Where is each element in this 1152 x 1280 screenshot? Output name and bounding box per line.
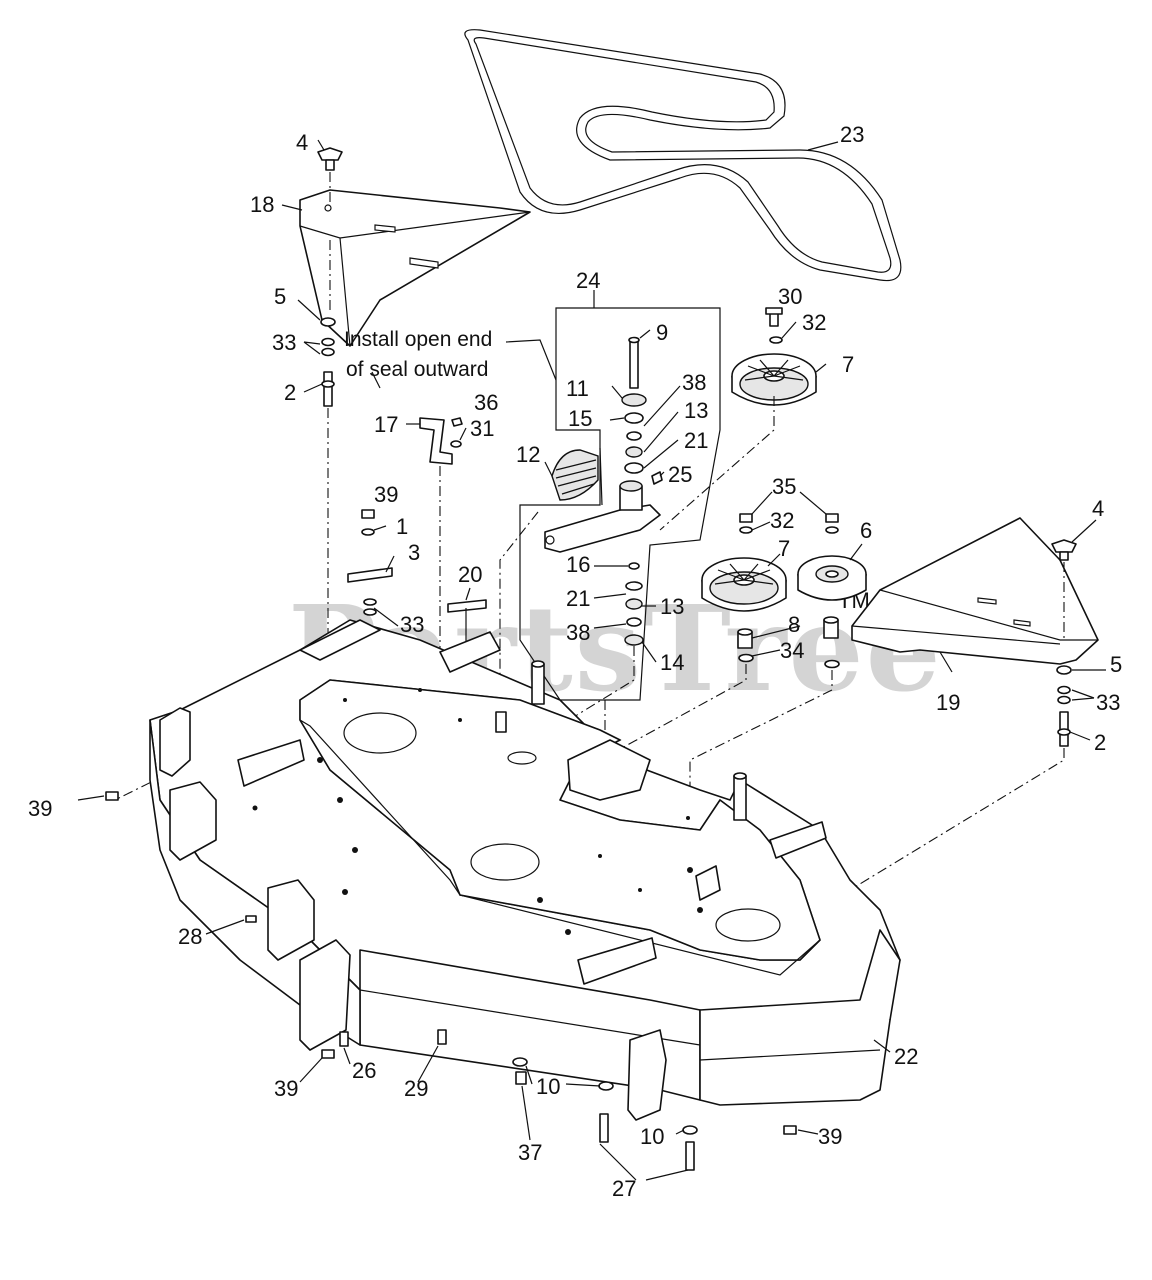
callout-18[interactable]: 18: [250, 192, 274, 217]
belt-cover-left-18: [299, 189, 531, 347]
callout-38-lower[interactable]: 38: [566, 620, 590, 645]
spring-12: [551, 447, 603, 506]
pulley-7-upper: [731, 353, 817, 406]
callout-6[interactable]: 6: [860, 518, 872, 543]
callout-34[interactable]: 34: [780, 638, 804, 663]
callout-3[interactable]: 3: [408, 540, 420, 565]
callout-2-right[interactable]: 2: [1094, 730, 1106, 755]
callout-38-upper[interactable]: 38: [682, 370, 706, 395]
callout-21-upper[interactable]: 21: [684, 428, 708, 453]
callout-30[interactable]: 30: [778, 284, 802, 309]
bracket-17: [419, 417, 453, 465]
callout-7-lower[interactable]: 7: [778, 536, 790, 561]
callout-39-upper[interactable]: 39: [374, 482, 398, 507]
callout-17[interactable]: 17: [374, 412, 398, 437]
belt-23: [464, 29, 902, 282]
callout-27[interactable]: 27: [612, 1176, 636, 1201]
callout-28[interactable]: 28: [178, 924, 202, 949]
callout-22[interactable]: 22: [894, 1044, 918, 1069]
callout-31[interactable]: 31: [470, 416, 494, 441]
callout-4-left[interactable]: 4: [296, 130, 308, 155]
bearing-11: [621, 393, 647, 407]
callout-19[interactable]: 19: [936, 690, 960, 715]
callout-13-lower[interactable]: 13: [660, 594, 684, 619]
callout-14[interactable]: 14: [660, 650, 684, 675]
callout-8[interactable]: 8: [788, 612, 800, 637]
callout-10-upper[interactable]: 10: [536, 1074, 560, 1099]
idler-arm: [544, 480, 661, 553]
callout-33-right[interactable]: 33: [1096, 690, 1120, 715]
callout-16[interactable]: 16: [566, 552, 590, 577]
callout-12[interactable]: 12: [516, 442, 540, 467]
pivot-pin-9: [629, 339, 639, 389]
callout-4-right[interactable]: 4: [1092, 496, 1104, 521]
belt-cover-right-19: [851, 517, 1099, 665]
callout-37[interactable]: 37: [518, 1140, 542, 1165]
callout-15[interactable]: 15: [568, 406, 592, 431]
callout-32-upper[interactable]: 32: [802, 310, 826, 335]
callout-29[interactable]: 29: [404, 1076, 428, 1101]
pulley-7-lower: [701, 557, 787, 612]
callout-9[interactable]: 9: [656, 320, 668, 345]
idler-pulley-6: [797, 555, 867, 601]
callout-2-left[interactable]: 2: [284, 380, 296, 405]
callout-11[interactable]: 11: [566, 376, 589, 401]
callout-labels: 4 18 5 33 2 24 9 30 32 7 23 11 38 15 13 …: [28, 122, 1122, 1201]
callout-21-lower[interactable]: 21: [566, 586, 590, 611]
callout-33-left[interactable]: 33: [272, 330, 296, 355]
callout-39-bottom-right[interactable]: 39: [818, 1124, 842, 1149]
callout-36[interactable]: 36: [474, 390, 498, 415]
callout-1[interactable]: 1: [396, 514, 408, 539]
callout-39-bottom-left[interactable]: 39: [274, 1076, 298, 1101]
note-line-1: Install open end: [344, 328, 492, 351]
callout-35[interactable]: 35: [772, 474, 796, 499]
callout-10-lower[interactable]: 10: [640, 1124, 664, 1149]
mower-deck-22: [149, 619, 901, 1121]
note-line-2: of seal outward: [346, 358, 488, 381]
callout-5-left[interactable]: 5: [274, 284, 286, 309]
callout-5-right[interactable]: 5: [1110, 652, 1122, 677]
callout-7-upper[interactable]: 7: [842, 352, 854, 377]
callout-23[interactable]: 23: [840, 122, 864, 147]
callout-33-middle[interactable]: 33: [400, 612, 424, 637]
callout-20[interactable]: 20: [458, 562, 482, 587]
callout-39-left[interactable]: 39: [28, 796, 52, 821]
callout-26[interactable]: 26: [352, 1058, 376, 1083]
leader-lines: [77, 139, 1106, 1181]
callout-13-upper[interactable]: 13: [684, 398, 708, 423]
callout-25[interactable]: 25: [668, 462, 692, 487]
callout-32-lower[interactable]: 32: [770, 508, 794, 533]
knob-4-left: [317, 147, 343, 171]
callout-24[interactable]: 24: [576, 268, 600, 293]
